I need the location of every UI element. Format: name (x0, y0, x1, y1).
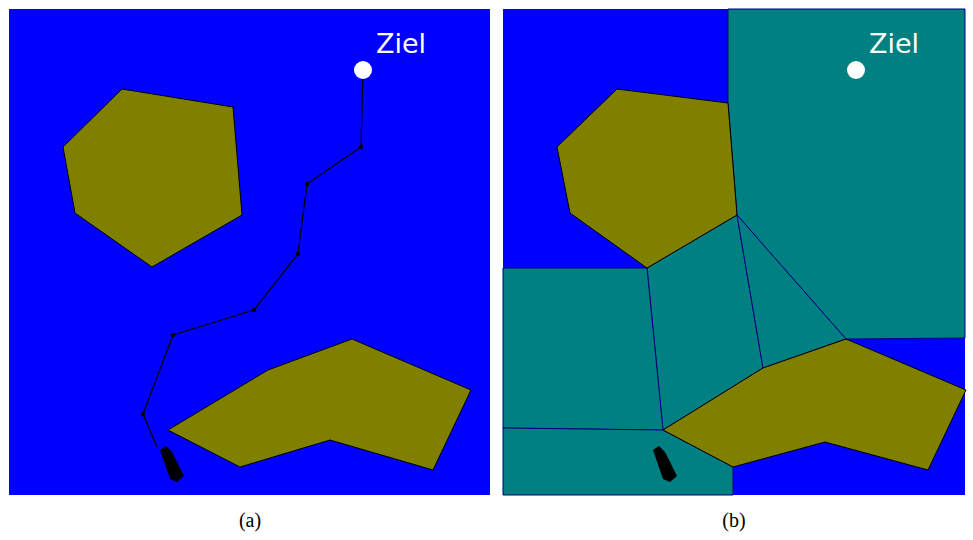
goal-dot (847, 61, 865, 79)
panel-caption: (b) (722, 510, 745, 530)
island (663, 339, 966, 470)
route-path (143, 70, 363, 447)
sea (503, 9, 965, 495)
goal-label: Ziel (376, 30, 426, 57)
goal-label: Ziel (869, 30, 919, 57)
boat-symbol (653, 446, 677, 482)
island (168, 339, 471, 470)
panel-caption: (a) (239, 510, 261, 530)
goal-dot (354, 61, 372, 79)
island (63, 89, 242, 267)
free-space-cells (503, 9, 965, 495)
route-waypoints (141, 145, 363, 416)
boat-symbol (160, 446, 184, 482)
sea (9, 9, 490, 495)
island (557, 89, 737, 268)
